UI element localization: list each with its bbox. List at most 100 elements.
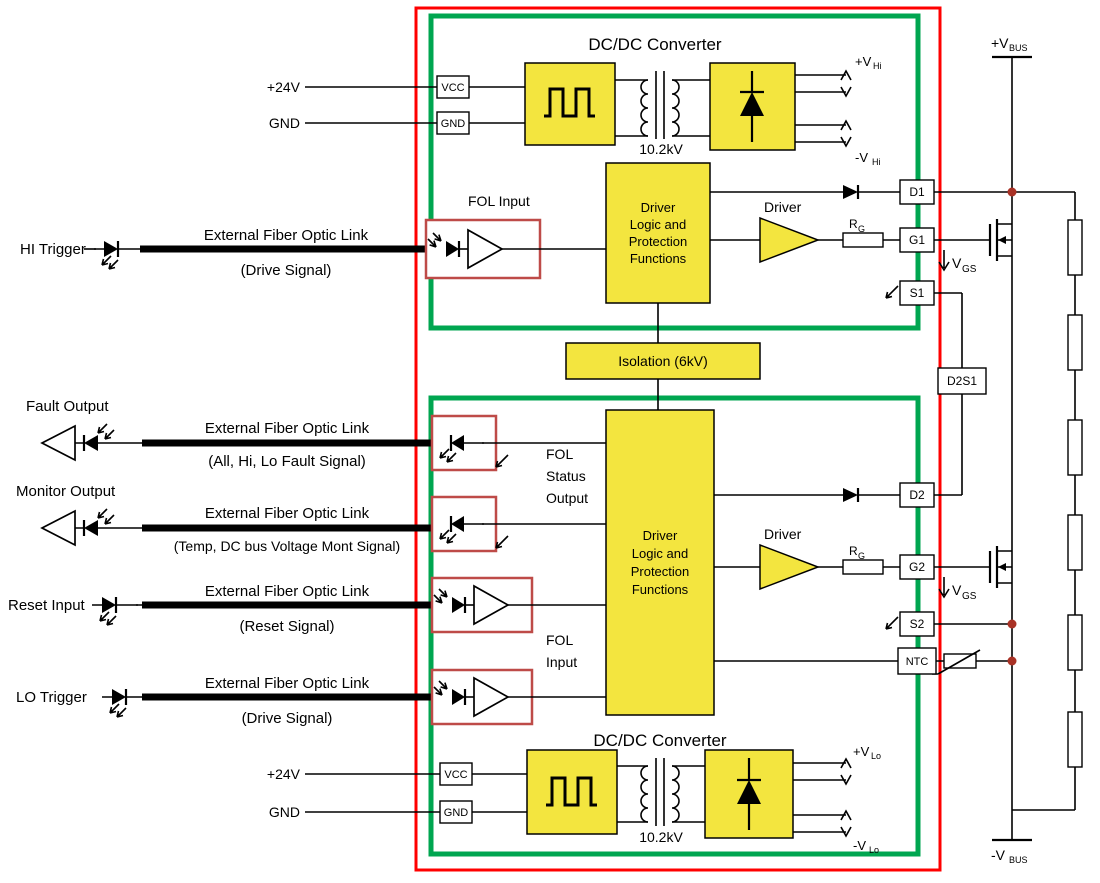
pwm-oscillator-block-bottom [526, 749, 618, 835]
bottom-converter-wires [305, 757, 852, 838]
monitor-link-subtitle: (Temp, DC bus Voltage Mont Signal) [174, 538, 400, 554]
bus-resistor-4 [1067, 514, 1083, 571]
vcc-pin-label-top: VCC [441, 82, 464, 94]
top-converter-title: DC/DC Converter [588, 35, 722, 54]
lo-trigger-link-subtitle: (Drive Signal) [242, 710, 333, 727]
top-output-arrow-icons [840, 69, 852, 148]
square-wave-icon-bottom [546, 776, 597, 807]
vgs-label-top: V [952, 255, 962, 271]
vbus-pos-label: +V [991, 35, 1009, 51]
gate-drive-path-bottom [714, 543, 990, 591]
lo-trigger-label: LO Trigger [16, 689, 87, 706]
vbus-neg-sub: BUS [1009, 855, 1028, 865]
supply-24v-label-top: +24V [267, 79, 301, 95]
vcc-pin-label-bottom: VCC [444, 769, 467, 781]
logic-line1-top: Driver [641, 200, 676, 215]
terminal-box-g1 [899, 227, 935, 253]
isolation-label: Isolation (6kV) [618, 353, 707, 369]
terminal-box-d1 [899, 179, 935, 205]
s1-testpoint-arrow-icon [885, 285, 899, 299]
divider-chain-wire [934, 191, 1076, 811]
supply-gnd-label-top: GND [269, 115, 300, 131]
gate-drive-path-top [710, 216, 990, 264]
d1-path [710, 185, 900, 199]
fol-input-label-top: FOL Input [468, 193, 530, 209]
junction-dot-d1 [1007, 187, 1017, 197]
d2-path [714, 394, 963, 502]
rg-sub-top: G [858, 224, 865, 234]
out-neg-hi-sub: Hi [872, 157, 881, 167]
hi-trigger-transmitter-icon [92, 239, 142, 271]
bus-resistor-1 [1067, 219, 1083, 276]
hi-trigger-label: HI Trigger [20, 241, 86, 258]
square-wave-icon-top [544, 87, 595, 118]
reset-link-subtitle: (Reset Signal) [239, 618, 334, 635]
kv-label-bottom: 10.2kV [639, 829, 683, 845]
diode-icon-top-rectifier [740, 71, 764, 142]
rg-label-top: R [849, 217, 858, 231]
gnd-pin-box-bottom [439, 800, 473, 824]
bus-resistor-2 [1067, 314, 1083, 371]
fol-status-line1: FOL [546, 446, 573, 462]
vgs-sub-top: GS [962, 264, 977, 275]
logic-line4-bottom: Functions [632, 582, 689, 597]
terminal-box-g2 [899, 554, 935, 580]
left-symbol-stubs [120, 442, 142, 606]
isolation-block [565, 342, 761, 380]
terminal-label-g2: G2 [909, 560, 925, 574]
reset-input-transmitter-icon [90, 595, 140, 627]
driver-logic-block-bottom [605, 409, 715, 716]
logic-line2-top: Logic and [630, 217, 686, 232]
fault-output-receiver-icon [40, 422, 122, 462]
bus-resistor-3 [1067, 419, 1083, 476]
system-boundary-frame [414, 6, 942, 872]
bus-resistor-6 [1067, 711, 1083, 768]
junction-dot-s2 [1007, 619, 1017, 629]
pwm-oscillator-block-top [524, 62, 616, 146]
reset-link-title: External Fiber Optic Link [205, 583, 370, 600]
bottom-output-arrow-icons [840, 757, 852, 838]
vcc-pin-box-bottom [439, 762, 473, 786]
fol-status-line2: Status [546, 468, 586, 484]
supply-24v-label-bottom: +24V [267, 766, 301, 782]
terminal-label-s1: S1 [910, 286, 925, 300]
monitor-link-title: External Fiber Optic Link [205, 505, 370, 522]
transformer-top [615, 71, 710, 139]
vgs-arrow-top [938, 250, 950, 272]
logic-line2-bottom: Logic and [632, 546, 688, 561]
terminal-box-ntc [897, 647, 937, 675]
driver-label-bottom: Driver [764, 526, 802, 542]
hi-trigger-link-subtitle: (Drive Signal) [241, 262, 332, 279]
ntc-path [714, 649, 1012, 675]
terminal-label-d1: D1 [909, 185, 925, 199]
driver-amplifier-icon-top [759, 216, 821, 264]
terminal-label-s2: S2 [910, 617, 925, 631]
out-neg-hi-label: -V [855, 150, 868, 165]
rg-label-bottom: R [849, 544, 858, 558]
mosfet-high-side-icon [988, 217, 1014, 263]
vgs-sub-bottom: GS [962, 591, 977, 602]
fault-output-label: Fault Output [26, 398, 109, 415]
kv-label-top: 10.2kV [639, 141, 683, 157]
top-converter-wires [305, 69, 852, 148]
terminal-label-d2s1: D2S1 [947, 374, 977, 388]
out-neg-lo-label: -V [853, 838, 866, 853]
s1-to-d2s1-wire [934, 292, 963, 368]
reset-input-label: Reset Input [8, 597, 86, 614]
vgs-label-bottom: V [952, 582, 962, 598]
gnd-pin-label-top: GND [441, 118, 466, 130]
fault-link-title: External Fiber Optic Link [205, 420, 370, 437]
lo-trigger-transmitter-icon [100, 687, 150, 719]
logic-line4-top: Functions [630, 251, 687, 266]
gnd-pin-box-top [436, 111, 470, 135]
out-pos-hi-sub: Hi [873, 61, 882, 71]
terminal-box-s2 [899, 611, 935, 637]
terminal-box-d2s1 [937, 367, 987, 395]
driver-amplifier-icon-bottom [759, 543, 821, 591]
fault-link-subtitle: (All, Hi, Lo Fault Signal) [208, 453, 366, 470]
transformer-bottom [617, 758, 705, 826]
out-neg-lo-sub: Lo [869, 845, 879, 855]
fol-status-line3: Output [546, 490, 588, 506]
terminal-box-d2 [899, 482, 935, 508]
